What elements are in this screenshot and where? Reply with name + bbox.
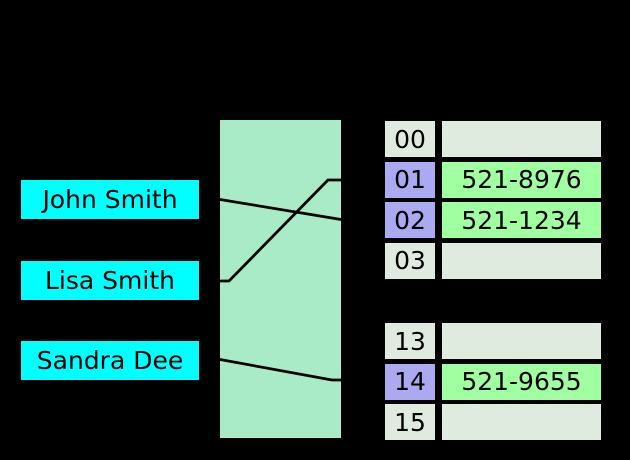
- bucket-value-00: [442, 121, 601, 157]
- bucket-value-03: [442, 242, 601, 279]
- bucket-index-03: 03: [385, 242, 435, 279]
- bucket-row-03: 03: [385, 242, 601, 279]
- key-label: Sandra Dee: [36, 346, 184, 375]
- bucket-row-15: 15: [385, 404, 601, 440]
- key-box-sandra-dee: Sandra Dee: [21, 341, 199, 380]
- key-label: Lisa Smith: [45, 266, 175, 295]
- bucket-value-01: 521-8976: [442, 161, 601, 198]
- bucket-value-15: [442, 404, 601, 440]
- bucket-index-13: 13: [385, 323, 435, 359]
- bucket-row-13: 13: [385, 323, 601, 359]
- bucket-index-02: 02: [385, 202, 435, 238]
- bucket-index-01: 01: [385, 161, 435, 198]
- key-box-john-smith: John Smith: [21, 180, 199, 219]
- bucket-value-14: 521-9655: [442, 363, 601, 400]
- bucket-row-00: 00: [385, 121, 601, 157]
- bucket-value-13: [442, 323, 601, 359]
- bucket-value-02: 521-1234: [442, 202, 601, 238]
- bucket-index-15: 15: [385, 404, 435, 440]
- key-label: John Smith: [42, 185, 178, 214]
- bucket-index-14: 14: [385, 363, 435, 400]
- key-box-lisa-smith: Lisa Smith: [21, 261, 199, 300]
- bucket-index-00: 00: [385, 121, 435, 157]
- hash-function-box: [220, 120, 341, 438]
